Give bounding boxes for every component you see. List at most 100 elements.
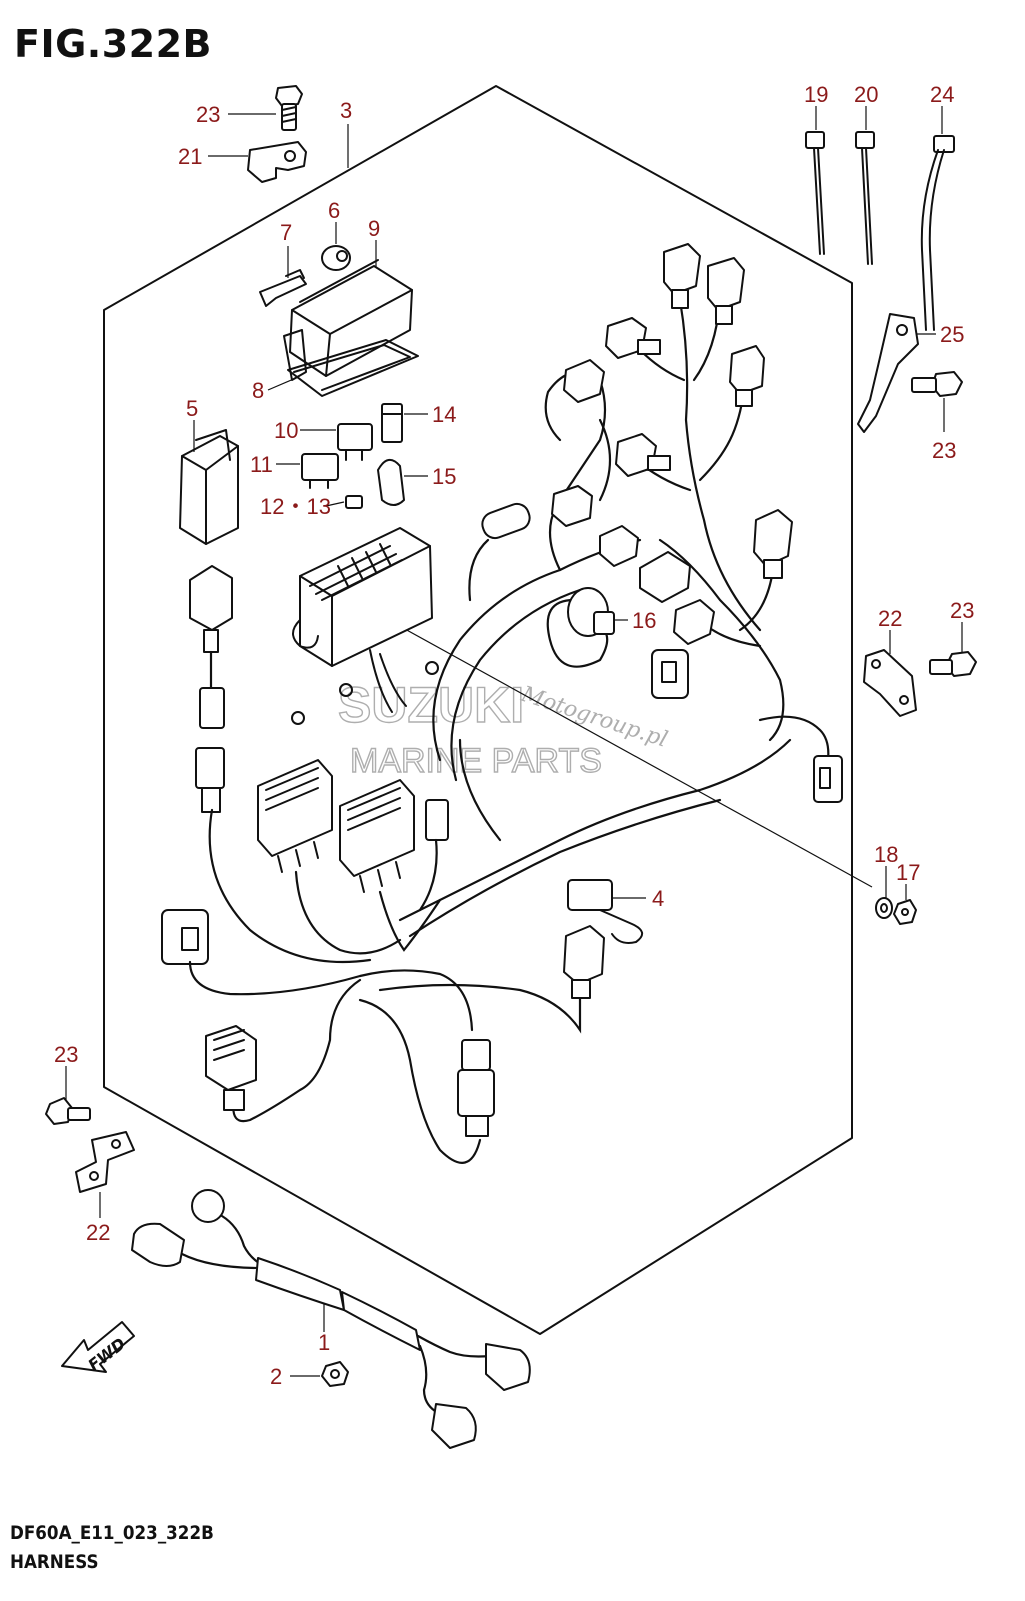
callout-20: 20 — [854, 82, 878, 107]
bolt-23-right-b — [929, 651, 977, 677]
connector-lower-right — [563, 925, 605, 999]
right-bundle-2 — [678, 298, 762, 632]
cable-tie-24 — [920, 135, 955, 331]
connector-lower-left — [161, 909, 209, 965]
nut-17 — [893, 899, 917, 925]
callout-23-right: 23 — [932, 438, 956, 463]
callout-19: 19 — [804, 82, 828, 107]
fuse-14 — [381, 403, 403, 443]
connector-lower-4pin — [205, 1025, 257, 1111]
cable-tie-20 — [855, 131, 875, 265]
trunk-wire-2 — [294, 870, 402, 955]
connector-mid-3 — [599, 525, 639, 567]
trunk-wire-9 — [458, 738, 502, 842]
trunk-wire-5 — [398, 738, 792, 922]
connector-right-3 — [651, 649, 689, 699]
callout-10: 10 — [274, 418, 298, 443]
grommet-6 — [321, 245, 351, 271]
connector-top-2 — [707, 257, 745, 325]
trunk-wire-7 — [432, 538, 642, 762]
lower-wire-4 — [378, 983, 582, 1034]
figure-title: FIG.322B — [14, 22, 213, 66]
callout-21: 21 — [178, 144, 202, 169]
fuse-12-13 — [345, 495, 363, 509]
callout-1: 1 — [318, 1330, 330, 1355]
callout-15: 15 — [432, 464, 456, 489]
connector-mid-4 — [639, 551, 691, 603]
callout-25: 25 — [940, 322, 964, 347]
figure-caption: HARNESS — [10, 1551, 99, 1573]
trunk-wire-1 — [208, 808, 372, 964]
ground-lead-4 — [567, 879, 643, 944]
callout-17: 17 — [896, 860, 920, 885]
connector-top-5 — [563, 359, 605, 403]
bracket-25 — [857, 313, 919, 433]
fwd-arrow: FWD — [61, 1321, 135, 1375]
lower-wire-3 — [358, 998, 482, 1164]
trunk-wire-8 — [450, 588, 582, 782]
trunk-wire-3 — [378, 890, 442, 952]
connector-mid-1 — [615, 433, 671, 477]
ecm-connector-b — [339, 779, 415, 893]
callout-14: 14 — [432, 402, 456, 427]
upper-branch-2 — [598, 418, 612, 502]
right-bundle-9 — [758, 715, 830, 762]
callout-8: 8 — [252, 378, 264, 403]
ground-terminals — [291, 661, 439, 725]
trunk-wire-4 — [418, 838, 438, 912]
ground-leader — [384, 617, 873, 888]
trunk-wire-6 — [408, 798, 722, 938]
callout-16: 16 — [632, 608, 656, 633]
bolt-23-top — [275, 85, 303, 131]
assembly-boundary — [103, 85, 853, 1335]
connector-right-2 — [673, 599, 715, 645]
sensor-wire — [468, 538, 609, 668]
callout-6: 6 — [328, 198, 340, 223]
bolt-23-right-a — [911, 371, 963, 397]
callout-23-right-b: 23 — [950, 598, 974, 623]
nut-2 — [321, 1361, 349, 1387]
sensor-16 — [567, 587, 615, 637]
ecm-connector-a — [257, 759, 333, 873]
callout-23: 23 — [196, 102, 220, 127]
connector-left-upper — [189, 565, 233, 729]
callout-4: 4 — [652, 886, 664, 911]
callout-22-right: 22 — [878, 606, 902, 631]
connector-left-lower — [195, 747, 225, 813]
callout-18: 18 — [874, 842, 898, 867]
upper-branch — [544, 371, 607, 572]
callout-11: 11 — [250, 452, 273, 477]
connector-right-4 — [813, 755, 843, 803]
callout-5: 5 — [186, 396, 198, 421]
fuse-box-cover-9 — [283, 259, 413, 381]
callout-12-13: 12・13 — [260, 494, 331, 519]
callout-2: 2 — [270, 1364, 282, 1389]
callout-7: 7 — [280, 220, 292, 245]
connector-right-1 — [753, 509, 793, 579]
connector-lower-center — [457, 1039, 495, 1137]
relay-11 — [301, 453, 339, 489]
callouts: 23 21 3 6 7 9 8 5 10 14 11 15 12・13 16 1… — [54, 82, 974, 1389]
fuse-puller-15 — [377, 459, 405, 506]
watermark-line: MARINE PARTS — [350, 742, 602, 780]
bolt-23-lower — [45, 1097, 91, 1125]
figure-code: DF60A_E11_023_322B — [10, 1522, 214, 1544]
sub-harness-1 — [131, 1189, 531, 1449]
callout-3: 3 — [340, 98, 352, 123]
callout-23-lower: 23 — [54, 1042, 78, 1067]
bracket-22-right — [863, 649, 917, 717]
connector-top-3 — [605, 317, 661, 359]
watermark: SUZUKI MARINE PARTS Motogroup.pl — [337, 676, 670, 780]
callout-9: 9 — [368, 216, 380, 241]
clip-7 — [259, 269, 307, 307]
sensor-probe — [481, 502, 531, 540]
relay-box-5 — [179, 429, 239, 545]
bracket-21 — [247, 141, 307, 183]
seal-8 — [287, 339, 419, 397]
small-connector-center — [425, 799, 449, 841]
callout-24: 24 — [930, 82, 954, 107]
lower-wire-1 — [188, 960, 474, 1032]
main-fuse-box — [292, 527, 433, 713]
washer-18 — [875, 897, 893, 919]
